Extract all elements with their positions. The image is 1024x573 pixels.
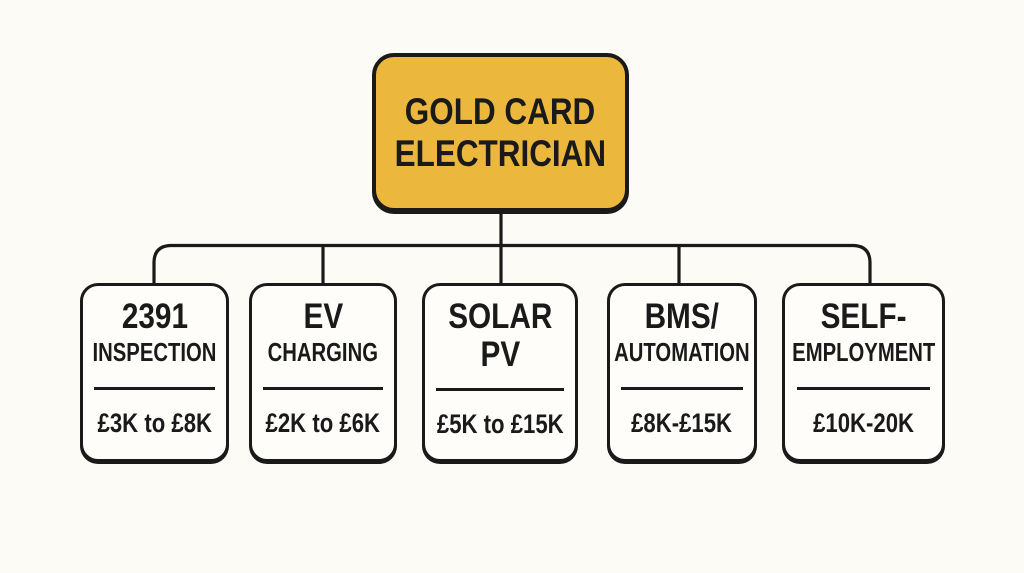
divider	[93, 387, 216, 390]
branch-node-ev-charging: EV CHARGING £2K to £6K	[249, 283, 397, 462]
divider	[436, 388, 564, 391]
branch-node-bms-automation: BMS/ AUTOMATION £8K-£15K	[607, 283, 757, 462]
income-range: £2K to £6K	[265, 408, 381, 438]
divider	[620, 387, 744, 390]
income-range: £8K-£15K	[631, 408, 733, 438]
income-range: £3K to £8K	[97, 408, 212, 438]
branch-title: 2391	[121, 297, 188, 336]
branch-subtitle: CHARGING	[267, 337, 379, 367]
branch-title: BMS/	[644, 297, 720, 336]
divider	[796, 387, 931, 390]
income-range: £10K-20K	[813, 408, 914, 438]
root-title-line2: ELECTRICIAN	[394, 132, 607, 174]
branch-title: SELF-	[820, 297, 907, 336]
root-node-gold-card-electrician: GOLD CARD ELECTRICIAN	[372, 53, 629, 212]
branch-title: EV	[303, 297, 343, 336]
root-title-line1: GOLD CARD	[405, 90, 596, 132]
branch-subtitle: EMPLOYMENT	[791, 337, 936, 367]
divider	[262, 387, 384, 390]
branch-subtitle: INSPECTION	[92, 337, 217, 367]
branch-node-self-employment: SELF- EMPLOYMENT £10K-20K	[782, 283, 945, 462]
branch-node-2391-inspection: 2391 INSPECTION £3K to £8K	[80, 283, 229, 462]
branch-title: SOLAR	[447, 297, 553, 336]
branch-node-solar-pv: SOLAR PV £5K to £15K	[422, 283, 578, 462]
branch-subtitle: AUTOMATION	[614, 337, 750, 367]
branch-subtitle: PV	[480, 335, 520, 374]
income-range: £5K to £15K	[436, 409, 564, 439]
